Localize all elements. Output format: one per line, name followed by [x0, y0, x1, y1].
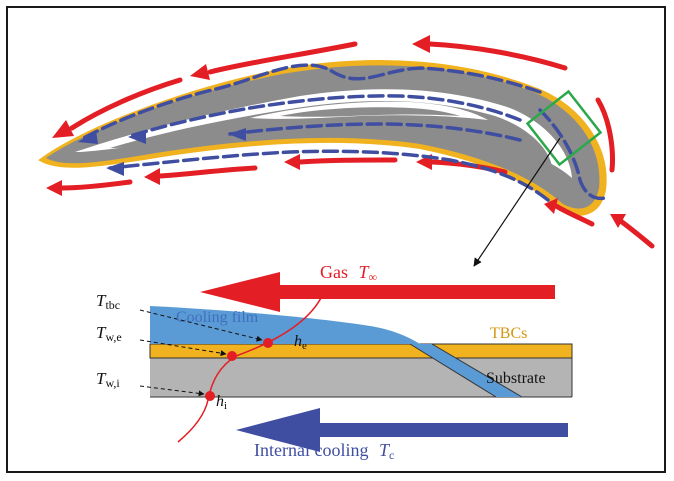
- cooling-path-outer-bottom: [108, 149, 550, 202]
- temperature-profile: [177, 295, 323, 443]
- airfoil-rib: [110, 100, 552, 166]
- point-hi: [205, 391, 215, 401]
- gas-arrow-upper-1: [207, 41, 358, 75]
- gas-arrow-upper-2: [69, 77, 183, 131]
- hi-label: hi: [216, 393, 227, 412]
- gas-arrow-lower-2: [157, 165, 258, 179]
- leader-twi: [139, 385, 205, 397]
- t-wi-label: Tw,i: [96, 369, 120, 390]
- gas-arrow-lower-3: [297, 157, 398, 165]
- gas-arrow-right: [595, 97, 615, 173]
- t-tbc-label: Ttbc: [96, 291, 120, 312]
- gas-flow-arrow: [200, 272, 555, 312]
- cooling-arrowheads: [78, 128, 246, 176]
- cooling-path-outer-top: [78, 63, 542, 142]
- cooling-path-trailing: [538, 108, 607, 201]
- gas-arrow-upper-3: [427, 41, 568, 71]
- leader-lines: [139, 309, 263, 397]
- point-twe: [227, 351, 237, 361]
- cooling-hole: [410, 344, 522, 397]
- airfoil-core: [280, 107, 460, 117]
- zoom-pointer: [473, 137, 561, 267]
- cooling-head-3: [128, 130, 146, 144]
- gas-arrow-head-lower-2: [144, 168, 160, 185]
- point-he: [263, 338, 273, 348]
- tbc-layer: [149, 343, 573, 359]
- cooling-path-inner: [128, 94, 522, 138]
- cooling-head-1: [78, 130, 98, 144]
- cooling-film: [150, 306, 420, 344]
- cooling-film-label: Cooling film: [176, 309, 259, 326]
- gas-arrow-head-trailing: [544, 198, 558, 214]
- cross-section: [149, 306, 573, 398]
- gas-arrow-inflow: [619, 219, 655, 249]
- gas-arrow-head-inflow: [610, 214, 626, 228]
- gas-arrow-trailing: [553, 203, 595, 227]
- gas-arrow-head-upper-2: [52, 120, 74, 138]
- gas-label: Gas T∞: [320, 262, 377, 284]
- substrate-label: Substrate: [486, 370, 546, 387]
- leader-twe: [139, 339, 227, 357]
- cooling-head-2: [106, 162, 124, 176]
- t-we-label: Tw,e: [96, 323, 122, 344]
- cooling-head-4: [228, 128, 246, 141]
- gas-arrow-head-upper-3: [412, 35, 430, 53]
- he-label: he: [294, 333, 307, 352]
- gas-arrow-lower-1: [59, 179, 133, 191]
- gas-arrow-head-upper-1: [190, 64, 210, 80]
- gas-arrow-head-lower-1: [46, 180, 62, 196]
- internal-cooling-label: Internal cooling Tc: [254, 440, 394, 462]
- tbcs-label: TBCs: [490, 325, 527, 342]
- gas-arrow-head-lower-3: [284, 154, 300, 170]
- internal-cooling-arrows: [78, 63, 607, 202]
- internal-cooling-arrow: [236, 408, 568, 452]
- cooling-path-mid: [228, 122, 522, 142]
- zoom-box: [525, 89, 603, 167]
